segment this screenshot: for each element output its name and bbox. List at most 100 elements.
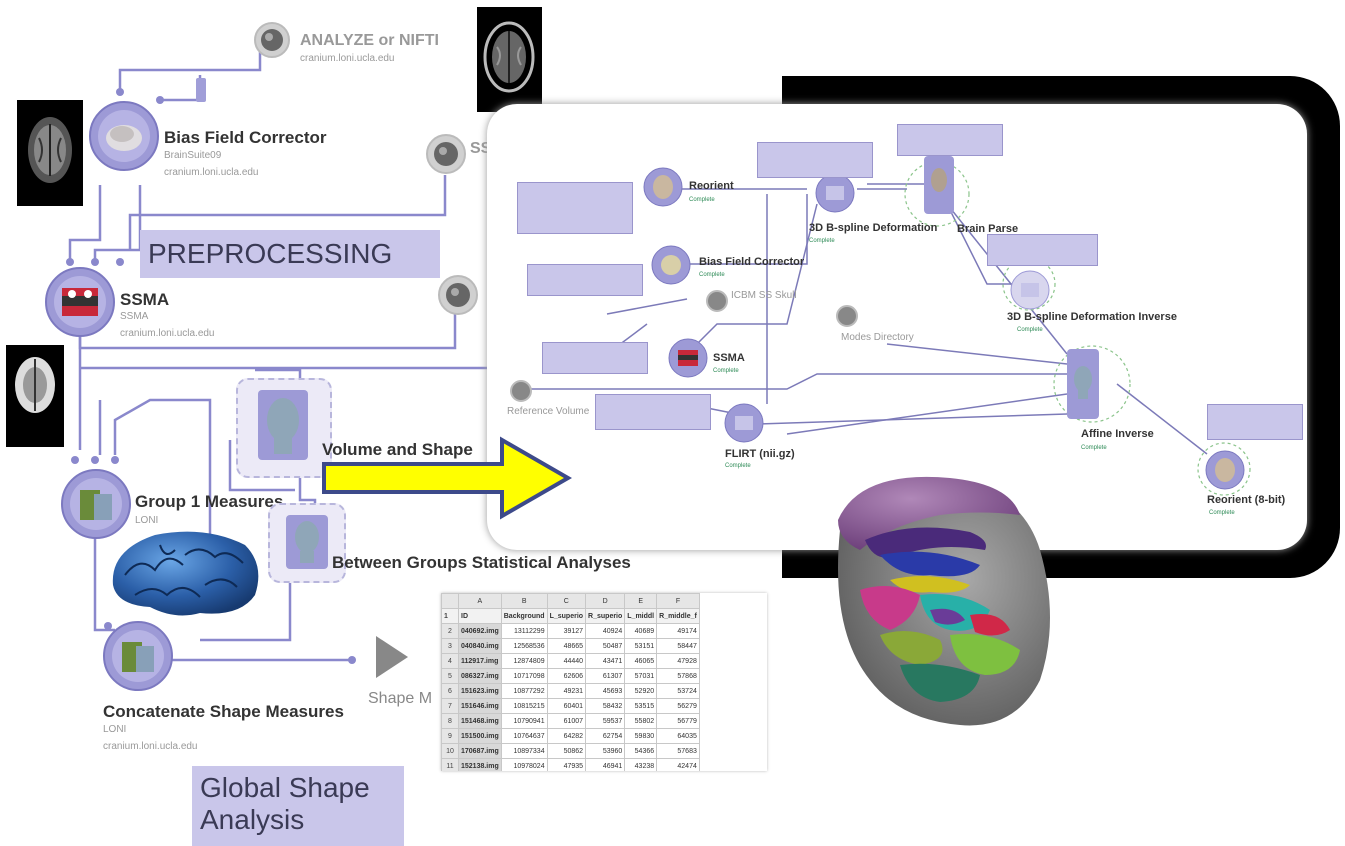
table-cell[interactable]: 58432 xyxy=(585,698,626,714)
table-cell[interactable]: L_middl xyxy=(624,608,658,624)
table-cell[interactable]: 112917.img xyxy=(458,653,502,669)
table-cell[interactable]: 56279 xyxy=(656,698,700,714)
table-cell[interactable]: 152138.img xyxy=(458,758,502,771)
table-cell[interactable]: 170687.img xyxy=(458,743,502,759)
table-cell[interactable]: L_superio xyxy=(546,608,587,624)
table-cell[interactable]: 57868 xyxy=(656,668,700,684)
table-cell[interactable]: R_superio xyxy=(585,608,626,624)
table-cell[interactable]: 10815215 xyxy=(500,698,548,714)
table-cell[interactable]: 43238 xyxy=(624,758,658,771)
secondary-data-source-node[interactable] xyxy=(436,273,480,322)
table-cell[interactable]: 040692.img xyxy=(458,623,502,639)
table-cell[interactable]: R_middle_f xyxy=(656,608,700,624)
table-cell[interactable]: 10978024 xyxy=(500,758,548,771)
row-number[interactable]: 2 xyxy=(441,623,459,639)
table-cell[interactable]: 42474 xyxy=(656,758,700,771)
table-cell[interactable]: 62606 xyxy=(546,668,587,684)
table-cell[interactable]: 46941 xyxy=(585,758,626,771)
between-groups-node[interactable] xyxy=(268,503,346,583)
table-cell[interactable]: 55802 xyxy=(624,713,658,729)
row-number[interactable]: 8 xyxy=(441,713,459,729)
table-cell[interactable]: 40924 xyxy=(585,623,626,639)
table-cell[interactable]: Background xyxy=(500,608,548,624)
table-cell[interactable]: 52920 xyxy=(624,683,658,699)
column-letter[interactable]: D xyxy=(585,593,626,609)
table-cell[interactable]: 13112299 xyxy=(500,623,548,639)
table-cell[interactable]: 43471 xyxy=(585,653,626,669)
table-cell[interactable]: 50862 xyxy=(546,743,587,759)
table-cell[interactable]: 61307 xyxy=(585,668,626,684)
row-number[interactable]: 5 xyxy=(441,668,459,684)
table-cell[interactable]: 58447 xyxy=(656,638,700,654)
concatenate-shape-node[interactable] xyxy=(102,620,174,692)
table-cell[interactable]: 53151 xyxy=(624,638,658,654)
column-letter[interactable]: C xyxy=(546,593,587,609)
table-cell[interactable]: 61007 xyxy=(546,713,587,729)
table-cell[interactable]: 59830 xyxy=(624,728,658,744)
table-cell[interactable]: 57031 xyxy=(624,668,658,684)
inset-reorient8-node[interactable] xyxy=(1204,449,1246,496)
table-cell[interactable]: ID xyxy=(458,608,502,624)
table-cell[interactable]: 59537 xyxy=(585,713,626,729)
row-number[interactable]: 3 xyxy=(441,638,459,654)
table-cell[interactable]: 53960 xyxy=(585,743,626,759)
ssma-node[interactable] xyxy=(44,266,116,338)
table-cell[interactable]: 44440 xyxy=(546,653,587,669)
table-cell[interactable]: 62754 xyxy=(585,728,626,744)
inset-flirt-node[interactable] xyxy=(723,402,765,449)
ss-node[interactable] xyxy=(424,132,468,181)
table-cell[interactable]: 54366 xyxy=(624,743,658,759)
volume-shape-node[interactable] xyxy=(236,378,332,478)
play-triangle-icon[interactable] xyxy=(372,632,412,682)
inset-icbm-node[interactable] xyxy=(705,289,729,318)
table-cell[interactable]: 040840.img xyxy=(458,638,502,654)
table-cell[interactable]: 50487 xyxy=(585,638,626,654)
corner-cell[interactable] xyxy=(441,593,459,609)
table-cell[interactable]: 151468.img xyxy=(458,713,502,729)
table-cell[interactable]: 47935 xyxy=(546,758,587,771)
table-cell[interactable]: 49231 xyxy=(546,683,587,699)
inset-reorient-node[interactable] xyxy=(642,166,684,213)
table-cell[interactable]: 10790941 xyxy=(500,713,548,729)
table-cell[interactable]: 56779 xyxy=(656,713,700,729)
table-cell[interactable]: 10877292 xyxy=(500,683,548,699)
row-number[interactable]: 7 xyxy=(441,698,459,714)
table-cell[interactable]: 57683 xyxy=(656,743,700,759)
table-cell[interactable]: 151500.img xyxy=(458,728,502,744)
bias-field-corrector-node[interactable] xyxy=(88,100,160,172)
row-number[interactable]: 4 xyxy=(441,653,459,669)
table-cell[interactable]: 49174 xyxy=(656,623,700,639)
table-cell[interactable]: 64035 xyxy=(656,728,700,744)
table-cell[interactable]: 151623.img xyxy=(458,683,502,699)
group1-measures-node[interactable] xyxy=(60,468,132,540)
table-cell[interactable]: 48665 xyxy=(546,638,587,654)
column-letter[interactable]: A xyxy=(458,593,502,609)
inset-affine-inv-node[interactable] xyxy=(1067,349,1099,419)
row-number[interactable]: 10 xyxy=(441,743,459,759)
row-number[interactable]: 9 xyxy=(441,728,459,744)
table-cell[interactable]: 12568536 xyxy=(500,638,548,654)
inset-modes-node[interactable] xyxy=(835,304,859,333)
table-cell[interactable]: 12874809 xyxy=(500,653,548,669)
table-cell[interactable]: 46065 xyxy=(624,653,658,669)
row-number[interactable]: 6 xyxy=(441,683,459,699)
table-cell[interactable]: 53724 xyxy=(656,683,700,699)
table-cell[interactable]: 10897334 xyxy=(500,743,548,759)
table-cell[interactable]: 47928 xyxy=(656,653,700,669)
table-cell[interactable]: 151646.img xyxy=(458,698,502,714)
table-cell[interactable]: 60401 xyxy=(546,698,587,714)
table-cell[interactable]: 086327.img xyxy=(458,668,502,684)
inset-bias-node[interactable] xyxy=(650,244,692,291)
table-cell[interactable]: 53515 xyxy=(624,698,658,714)
column-letter[interactable]: B xyxy=(500,593,548,609)
column-letter[interactable]: E xyxy=(624,593,658,609)
table-cell[interactable]: 64282 xyxy=(546,728,587,744)
inset-parse-node[interactable] xyxy=(924,156,954,214)
table-cell[interactable]: 10764637 xyxy=(500,728,548,744)
inset-bspline-inv-node[interactable] xyxy=(1009,269,1051,316)
inset-ssma-node[interactable] xyxy=(667,337,709,384)
table-cell[interactable]: 39127 xyxy=(546,623,587,639)
inset-bspline-node[interactable] xyxy=(814,172,856,219)
column-letter[interactable]: F xyxy=(656,593,700,609)
